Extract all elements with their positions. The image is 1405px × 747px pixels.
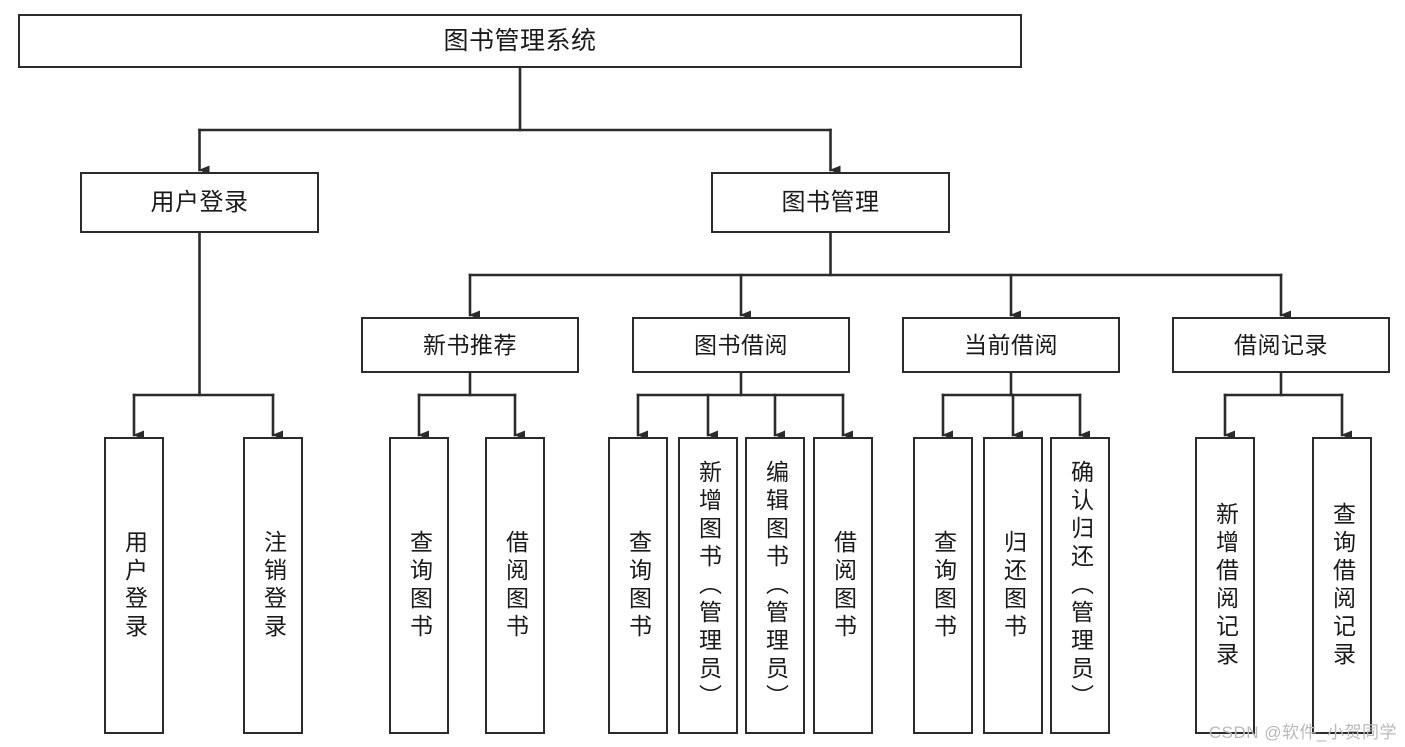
node-label: 图书借阅 bbox=[694, 331, 788, 358]
node-label: 查询借阅记录 bbox=[1329, 501, 1356, 670]
node-l5[interactable]: 查询图书 bbox=[608, 437, 668, 734]
node-label: 归还图书 bbox=[1000, 529, 1027, 642]
node-n-record[interactable]: 借阅记录 bbox=[1172, 317, 1390, 373]
node-l4[interactable]: 借阅图书 bbox=[485, 437, 545, 734]
node-label: 确认归还（管理员） bbox=[1067, 459, 1094, 712]
node-label: 当前借阅 bbox=[964, 331, 1058, 358]
node-label: 查询图书 bbox=[406, 529, 433, 642]
node-label: 注销登录 bbox=[260, 529, 287, 642]
node-l3[interactable]: 查询图书 bbox=[389, 437, 449, 734]
node-label: 查询图书 bbox=[930, 529, 957, 642]
node-l11[interactable]: 确认归还（管理员） bbox=[1050, 437, 1110, 734]
node-label: 用户登录 bbox=[121, 529, 148, 642]
node-label: 编辑图书（管理员） bbox=[762, 459, 789, 712]
node-root[interactable]: 图书管理系统 bbox=[18, 14, 1022, 68]
node-l10[interactable]: 归还图书 bbox=[983, 437, 1043, 734]
node-label: 借阅图书 bbox=[502, 529, 529, 642]
node-label: 新增图书（管理员） bbox=[695, 459, 722, 712]
node-n-current[interactable]: 当前借阅 bbox=[902, 317, 1120, 373]
node-label: 图书管理系统 bbox=[443, 26, 597, 55]
node-l9[interactable]: 查询图书 bbox=[913, 437, 973, 734]
node-l7[interactable]: 编辑图书（管理员） bbox=[745, 437, 805, 734]
edge-layer bbox=[132, 66, 1352, 440]
node-l1[interactable]: 用户登录 bbox=[104, 437, 164, 734]
node-l12[interactable]: 新增借阅记录 bbox=[1195, 437, 1255, 734]
node-label: 图书管理 bbox=[781, 188, 880, 216]
node-label: 用户登录 bbox=[150, 188, 249, 216]
node-label: 借阅图书 bbox=[830, 529, 857, 642]
node-l6[interactable]: 新增图书（管理员） bbox=[678, 437, 738, 734]
node-label: 新书推荐 bbox=[423, 331, 517, 358]
node-l13[interactable]: 查询借阅记录 bbox=[1312, 437, 1372, 734]
node-n-login[interactable]: 用户登录 bbox=[80, 172, 319, 233]
node-n-book[interactable]: 图书管理 bbox=[711, 172, 950, 233]
node-l2[interactable]: 注销登录 bbox=[243, 437, 303, 734]
node-label: 新增借阅记录 bbox=[1212, 501, 1239, 670]
node-l8[interactable]: 借阅图书 bbox=[813, 437, 873, 734]
node-n-new[interactable]: 新书推荐 bbox=[361, 317, 579, 373]
node-label: 查询图书 bbox=[625, 529, 652, 642]
node-n-borrow[interactable]: 图书借阅 bbox=[632, 317, 850, 373]
node-label: 借阅记录 bbox=[1234, 331, 1328, 358]
